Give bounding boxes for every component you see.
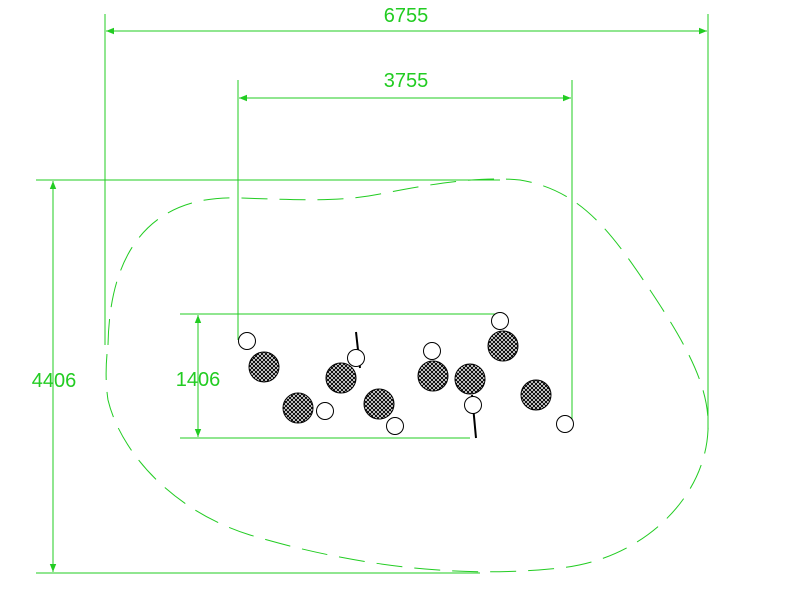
stepping-stone	[325, 362, 357, 394]
post-marker	[556, 415, 574, 433]
post-marker	[347, 349, 365, 367]
stepping-stone	[282, 392, 314, 424]
inner-height-dimension: 1406	[176, 313, 505, 439]
stepping-stone	[487, 330, 519, 362]
stepping-stone	[520, 379, 552, 411]
stepping-stone	[417, 360, 449, 392]
overall-height-dimension: 4406	[32, 179, 500, 574]
overall-width-label: 6755	[384, 5, 429, 27]
inner-height-label: 1406	[176, 369, 221, 391]
play-area-outline	[105, 178, 709, 573]
stepping-stone	[363, 388, 395, 420]
overall-width-dimension: 6755	[104, 5, 709, 430]
inner-width-label: 3755	[384, 70, 429, 92]
overall-height-label: 4406	[32, 370, 77, 392]
post-marker	[423, 342, 441, 360]
inner-width-dimension: 3755	[237, 70, 573, 425]
stepping-stone	[454, 363, 486, 395]
post-marker	[386, 417, 404, 435]
post-marker	[491, 312, 509, 330]
stepping-stone	[248, 351, 280, 383]
post-marker	[238, 332, 256, 350]
post-marker	[316, 402, 334, 420]
post-marker	[464, 396, 482, 414]
